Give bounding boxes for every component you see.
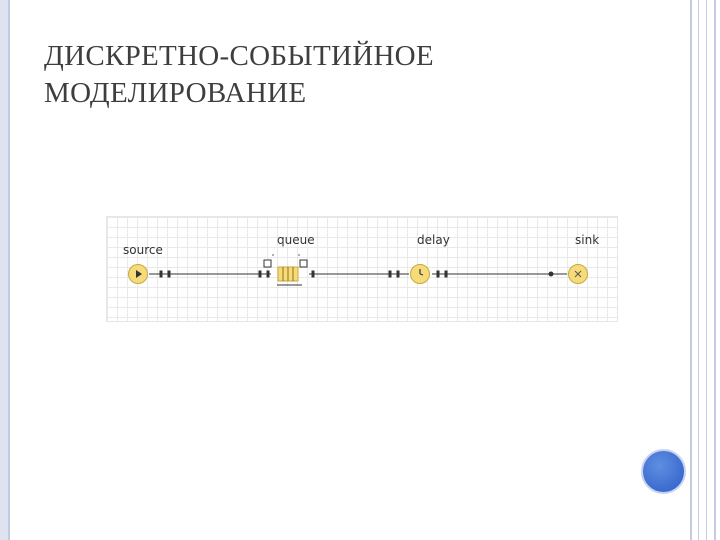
queue-block[interactable] <box>277 266 299 282</box>
slide-title-line-1: ДИСКРЕТНО-СОБЫТИЙНОЕ <box>44 40 434 72</box>
delay-block[interactable] <box>410 264 430 284</box>
slide-left-bar <box>0 0 10 540</box>
sink-block[interactable] <box>568 264 588 284</box>
x-icon <box>574 270 582 278</box>
slide-title: ДИСКРЕТНО-СОБЫТИЙНОЕ МОДЕЛИРОВАНИЕ <box>44 38 644 112</box>
slide-title-line-2: МОДЕЛИРОВАНИЕ <box>44 77 307 109</box>
process-flowchart: source queue delay sink <box>106 216 618 322</box>
slide-right-frame <box>690 0 720 540</box>
play-icon <box>136 270 142 278</box>
source-label: source <box>123 243 163 257</box>
queue-label: queue <box>277 233 315 247</box>
sink-label: sink <box>575 233 600 247</box>
delay-label: delay <box>417 233 450 247</box>
flow-connectors <box>149 254 567 286</box>
queue-icon <box>277 266 299 282</box>
clock-icon <box>419 269 424 276</box>
decorative-circle <box>641 449 686 494</box>
source-block[interactable] <box>128 264 148 284</box>
